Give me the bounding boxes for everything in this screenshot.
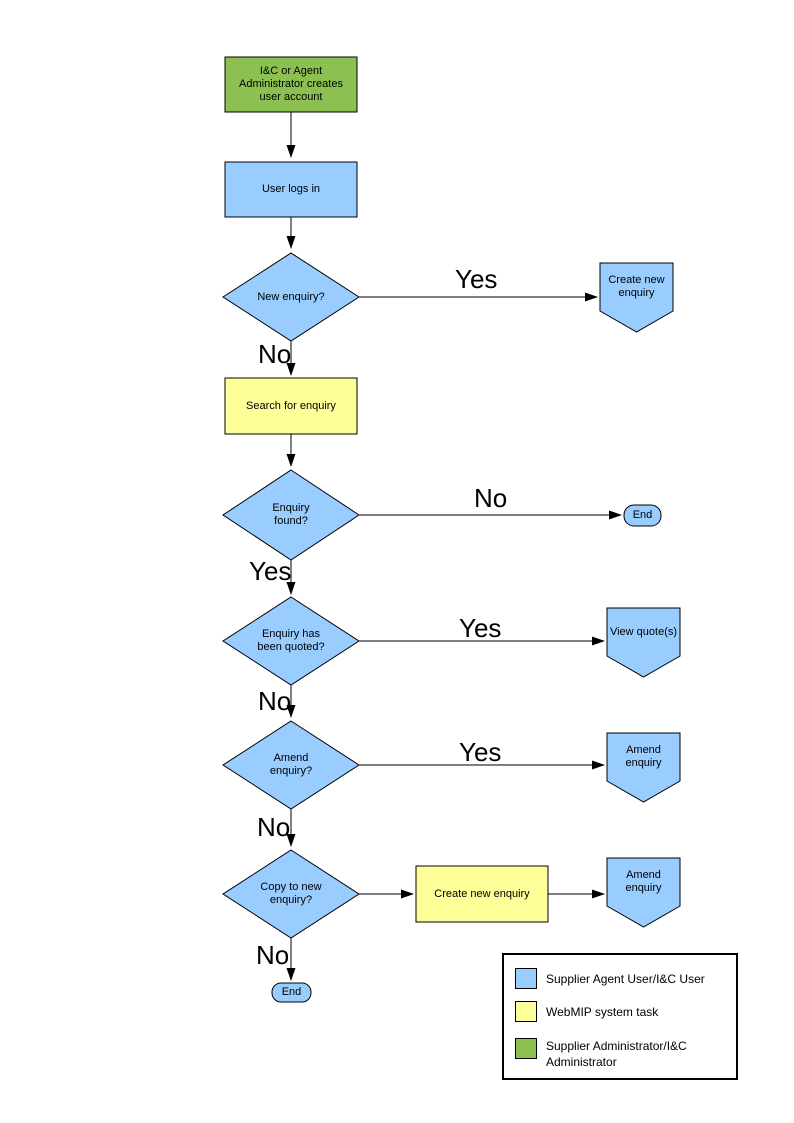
enquiry-quoted-decision-diamond [222, 596, 360, 686]
new-enquiry-decision-diamond [222, 252, 360, 342]
edge-label-no-copy: No [256, 940, 290, 970]
legend-box: Supplier Agent User/I&C User WebMIP syst… [502, 953, 738, 1080]
legend-label-webmip-task: WebMIP system task [546, 1004, 659, 1019]
end-bottom-label: End [281, 986, 302, 998]
create-new-enquiry-label: Create new enquiry [608, 274, 665, 299]
search-for-enquiry-label: Search for enquiry [246, 399, 336, 412]
edge-label-no-quoted: No [258, 686, 292, 716]
edge-label-yes-new-enquiry: Yes [455, 264, 498, 294]
create-new-enquiry-task-box [415, 865, 549, 923]
legend-item-supplier-agent-user: Supplier Agent User/I&C User [515, 968, 731, 989]
amend-enquiry-decision-diamond [222, 720, 360, 810]
new-enquiry-question-label: New enquiry? [257, 290, 325, 303]
amend-enquiry-connector-1 [606, 732, 681, 803]
edge-label-no-enquiry-found: No [474, 483, 508, 513]
view-quotes-label: View quote(s) [609, 625, 678, 638]
end-terminator-bottom [271, 982, 312, 1003]
edge-label-yes-amend: Yes [459, 737, 502, 767]
legend-label-supplier-agent-user: Supplier Agent User/I&C User [546, 971, 705, 986]
create-account-label: I&C or Agent Administrator creates user … [239, 65, 343, 103]
create-new-enquiry-task-label: Create new enquiry [434, 887, 530, 900]
create-new-enquiry-connector [599, 262, 674, 333]
user-logs-in-box [224, 161, 358, 218]
search-for-enquiry-box [224, 377, 358, 435]
copy-to-new-question-label: Copy to new enquiry? [260, 881, 322, 906]
legend-swatch-blue [515, 968, 537, 989]
end-terminator-right [623, 504, 662, 527]
enquiry-quoted-question-label: Enquiry has been quoted? [257, 628, 325, 653]
legend-item-webmip-task: WebMIP system task [515, 1001, 731, 1022]
user-logs-in-label: User logs in [261, 183, 321, 195]
create-account-box [224, 56, 358, 113]
amend-enquiry-label-1: Amend enquiry [625, 744, 662, 769]
amend-enquiry-question-label: Amend enquiry? [269, 752, 313, 777]
legend-label-supplier-administrator: Supplier Administrator/I&C Administrator [546, 1039, 687, 1069]
end-right-label: End [632, 509, 653, 521]
legend-swatch-green [515, 1038, 537, 1059]
edge-label-no-new-enquiry: No [258, 339, 292, 369]
legend-swatch-yellow [515, 1001, 537, 1022]
amend-enquiry-label-2: Amend enquiry [625, 869, 662, 894]
copy-to-new-decision-diamond [222, 849, 360, 939]
edge-label-yes-enquiry-found: Yes [249, 556, 292, 586]
edge-label-yes-quoted: Yes [459, 613, 502, 643]
amend-enquiry-connector-2 [606, 857, 681, 928]
enquiry-found-decision-diamond [222, 469, 360, 561]
edge-label-no-amend: No [257, 812, 291, 842]
legend-item-supplier-administrator: Supplier Administrator/I&C Administrator [515, 1038, 731, 1070]
flow-connectors [286, 112, 622, 981]
enquiry-found-question-label: Enquiry found? [272, 502, 310, 527]
view-quotes-connector [606, 607, 681, 678]
